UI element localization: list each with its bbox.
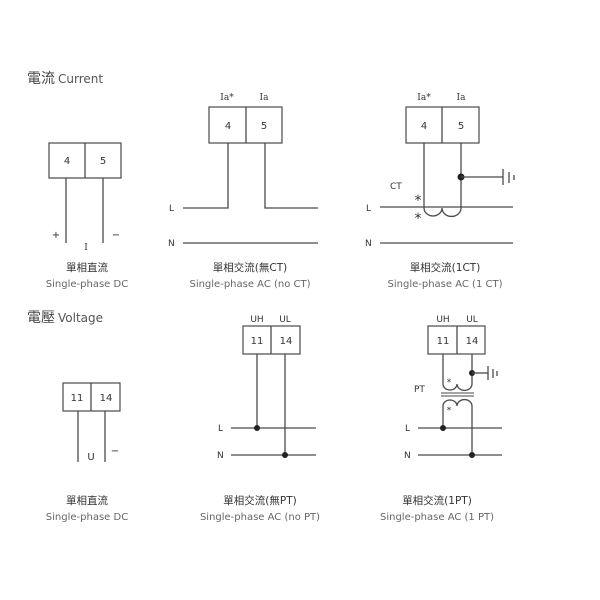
svg-text:PT: PT <box>414 385 425 395</box>
svg-text:11: 11 <box>71 393 84 404</box>
svg-text:5: 5 <box>261 121 267 132</box>
voltage-ac-nopt-diagram: UH UL 11 14 L N 單相交流(無PT) Single-phase A… <box>200 315 320 523</box>
svg-text:L: L <box>169 204 174 214</box>
svg-text:5: 5 <box>458 121 464 132</box>
svg-text:UL: UL <box>279 315 291 325</box>
svg-text:N: N <box>168 239 175 249</box>
svg-text:UL: UL <box>466 315 478 325</box>
pt-secondary-coil <box>442 398 473 407</box>
svg-text:Ia: Ia <box>457 93 467 103</box>
svg-text:Single-phase AC (no CT): Single-phase AC (no CT) <box>189 279 310 290</box>
svg-text:UH: UH <box>436 315 449 325</box>
svg-text:單相交流(1CT): 單相交流(1CT) <box>410 261 481 274</box>
current-heading: 電流 Current <box>27 71 103 87</box>
svg-text:14: 14 <box>280 336 293 347</box>
voltage-heading: 電壓 Voltage <box>27 310 103 326</box>
current-ac-noct-diagram: Ia* Ia 4 5 L N 單相交流(無CT) Single-phase AC… <box>168 93 318 290</box>
svg-text:Single-phase DC: Single-phase DC <box>46 512 128 523</box>
svg-text:N: N <box>404 451 411 461</box>
svg-text:*: * <box>415 193 422 209</box>
svg-text:14: 14 <box>100 393 113 404</box>
svg-text:11: 11 <box>251 336 264 347</box>
voltage-ac-1pt-diagram: UH UL 11 14 * * PT L N 單相交流(1PT) Single-… <box>380 315 502 523</box>
svg-text:11: 11 <box>437 336 450 347</box>
svg-text:4: 4 <box>421 121 427 132</box>
svg-text:L: L <box>366 204 371 214</box>
ct-coil <box>423 207 462 218</box>
svg-text:Single-phase AC (1 PT): Single-phase AC (1 PT) <box>380 512 494 523</box>
svg-text:Ia*: Ia* <box>417 93 431 103</box>
svg-text:5: 5 <box>100 156 106 167</box>
ground-icon <box>472 366 498 380</box>
svg-text:單相交流(無CT): 單相交流(無CT) <box>213 261 287 274</box>
svg-text:4: 4 <box>64 156 70 167</box>
svg-text:4: 4 <box>225 121 231 132</box>
svg-text:+: + <box>52 230 60 241</box>
svg-text:CT: CT <box>390 182 402 192</box>
svg-text:L: L <box>218 424 223 434</box>
svg-text:電流: 電流 <box>27 71 55 87</box>
svg-text:N: N <box>217 451 224 461</box>
svg-text:單相交流(無PT): 單相交流(無PT) <box>223 494 296 507</box>
svg-text:*: * <box>447 378 452 388</box>
svg-text:Single-phase AC (1 CT): Single-phase AC (1 CT) <box>388 279 503 290</box>
svg-text:*: * <box>415 211 422 227</box>
svg-text:N: N <box>365 239 372 249</box>
svg-text:L: L <box>405 424 410 434</box>
voltage-dc-diagram: 11 14 U − 單相直流 Single-phase DC <box>46 382 128 523</box>
svg-text:電壓: 電壓 <box>27 310 55 326</box>
svg-text:*: * <box>447 406 452 416</box>
svg-text:Single-phase DC: Single-phase DC <box>46 279 128 290</box>
svg-text:Single-phase AC (no PT): Single-phase AC (no PT) <box>200 512 320 523</box>
svg-text:單相直流: 單相直流 <box>66 494 108 507</box>
pt-primary-coil <box>442 383 473 392</box>
svg-text:−: − <box>111 446 119 457</box>
svg-text:單相交流(1PT): 單相交流(1PT) <box>402 494 472 507</box>
svg-text:Ia*: Ia* <box>220 93 234 103</box>
svg-text:Current: Current <box>58 72 103 86</box>
svg-text:Voltage: Voltage <box>58 311 103 325</box>
ground-icon <box>461 169 515 185</box>
current-ac-1ct-diagram: Ia* Ia 4 5 CT * * L N 單相交流(1CT) Single-p… <box>365 93 515 290</box>
current-dc-diagram: 4 5 + I − 單相直流 Single-phase DC <box>46 142 128 290</box>
svg-text:−: − <box>112 230 120 241</box>
svg-text:I: I <box>84 243 88 253</box>
svg-text:U: U <box>87 452 94 463</box>
svg-text:Ia: Ia <box>260 93 270 103</box>
svg-text:UH: UH <box>250 315 263 325</box>
svg-text:單相直流: 單相直流 <box>66 261 108 274</box>
svg-text:14: 14 <box>466 336 479 347</box>
